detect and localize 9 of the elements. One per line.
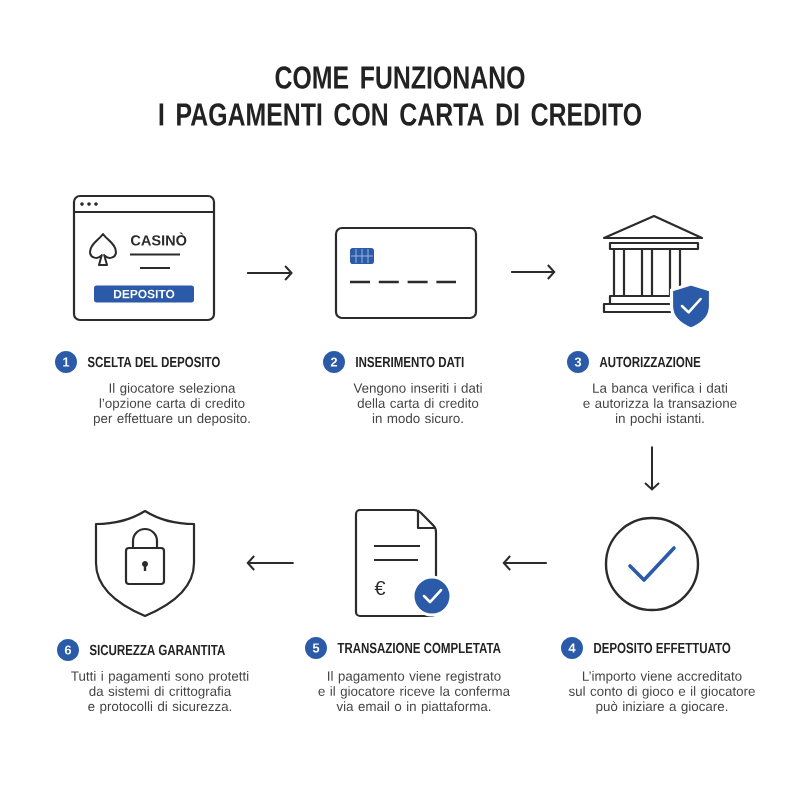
title: COME FUNZIONANO I PAGAMENTI CON CARTA DI CREDITO <box>159 66 642 126</box>
arrow <box>246 555 295 571</box>
arrow <box>644 445 660 491</box>
euro-sign: € <box>374 580 386 596</box>
check-circle <box>604 516 700 612</box>
arrow <box>510 264 556 280</box>
arrow <box>246 265 293 281</box>
arrow <box>502 555 548 571</box>
shield-lock-icon <box>94 509 196 618</box>
